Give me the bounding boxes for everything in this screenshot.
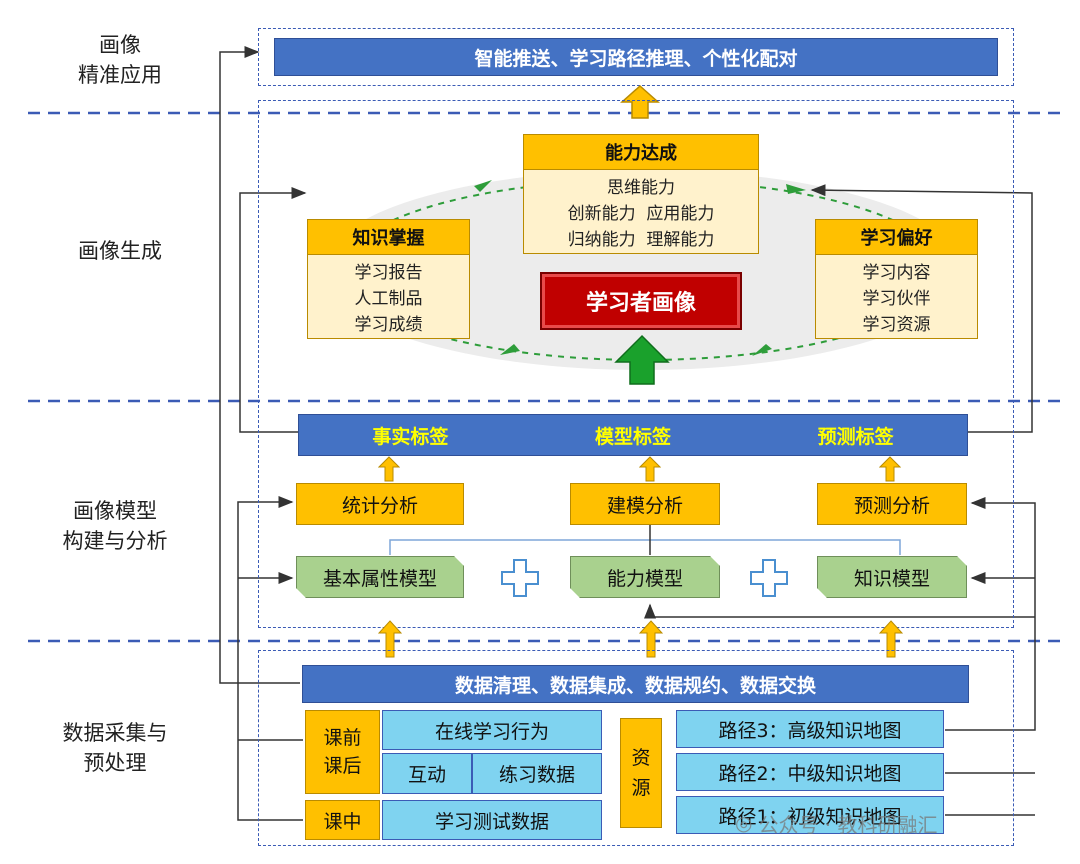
ability-model: 能力模型: [570, 556, 720, 598]
ability-item: 思维能力: [607, 178, 675, 198]
up-arrow-icon: [639, 456, 661, 482]
path2: 路径2：中级知识地图: [676, 753, 944, 791]
preference-item: 学习资源: [862, 315, 931, 335]
learner-portrait: 学习者画像: [540, 272, 742, 330]
collection-frame: [258, 650, 1014, 846]
stat-analysis: 统计分析: [296, 483, 464, 525]
preference-items: 学习内容 学习伙伴 学习资源: [815, 255, 978, 339]
knowledge-model: 知识模型: [817, 556, 967, 598]
before-after-class: 课前 课后: [305, 710, 380, 794]
green-up-arrow-icon: [614, 334, 670, 385]
ability-title: 能力达成: [523, 134, 759, 170]
wechat-icon: ◎: [735, 811, 753, 835]
watermark-text: 公众号 · 教科研融汇: [758, 812, 938, 837]
preference-title: 学习偏好: [815, 219, 978, 255]
label-generation: 画像生成: [78, 239, 162, 263]
watermark: ◎ 公众号 · 教科研融汇: [735, 808, 1045, 838]
knowledge-items: 学习报告 人工制品 学习成绩: [307, 255, 470, 339]
test-data: 学习测试数据: [382, 800, 602, 840]
label-application-line2: 精准应用: [78, 63, 162, 87]
preference-item: 学习伙伴: [862, 289, 931, 309]
resource: 资 源: [620, 718, 662, 828]
predict-analysis: 预测分析: [817, 483, 967, 525]
up-arrow-icon: [639, 620, 663, 658]
up-arrow-icon: [879, 620, 903, 658]
modeling-analysis: 建模分析: [570, 483, 720, 525]
process-bar: 数据清理、数据集成、数据规约、数据交换: [302, 665, 969, 703]
knowledge-title: 知识掌握: [307, 219, 470, 255]
preference-item: 学习内容: [862, 263, 931, 283]
predict-tag: 预测标签: [817, 425, 894, 448]
during-class: 课中: [305, 800, 380, 840]
model-tag: 模型标签: [594, 425, 671, 448]
plus-icon: [750, 559, 788, 597]
label-application-line1: 画像: [99, 33, 141, 57]
ability-items: 思维能力 创新能力 应用能力 归纳能力 理解能力: [523, 170, 759, 254]
label-modeling-line2: 构建与分析: [62, 529, 168, 553]
label-collection: 数据采集与 预处理: [40, 718, 190, 778]
interaction: 互动: [382, 753, 472, 794]
ability-item: 创新能力 应用能力: [567, 204, 715, 224]
practice-data: 练习数据: [472, 753, 602, 794]
up-arrow-icon: [378, 620, 402, 658]
path3: 路径3：高级知识地图: [676, 710, 944, 748]
online-behavior: 在线学习行为: [382, 710, 602, 750]
path1: 路径1：初级知识地图: [676, 796, 944, 834]
plus-icon: [501, 559, 539, 597]
knowledge-item: 人工制品: [354, 289, 423, 309]
application-frame: [258, 28, 1014, 86]
knowledge-item: 学习报告: [354, 263, 423, 283]
label-collection-line2: 预处理: [83, 751, 147, 775]
basic-attribute-model: 基本属性模型: [296, 556, 464, 598]
tags-bar: 事实标签 模型标签 预测标签: [298, 414, 968, 456]
application-bar: 智能推送、学习路径推理、个性化配对: [274, 38, 998, 76]
label-application: 画像 精准应用: [55, 30, 185, 90]
label-collection-line1: 数据采集与: [62, 721, 168, 745]
label-modeling: 画像模型 构建与分析: [40, 496, 190, 556]
label-modeling-line1: 画像模型: [73, 499, 157, 523]
fact-tag: 事实标签: [372, 425, 449, 448]
ability-item: 归纳能力 理解能力: [567, 230, 715, 250]
up-arrow-icon: [378, 456, 400, 482]
generation-model-frame: [258, 100, 1014, 628]
knowledge-item: 学习成绩: [354, 315, 423, 335]
up-arrow-icon: [879, 456, 901, 482]
up-arrow-icon: [620, 84, 660, 119]
